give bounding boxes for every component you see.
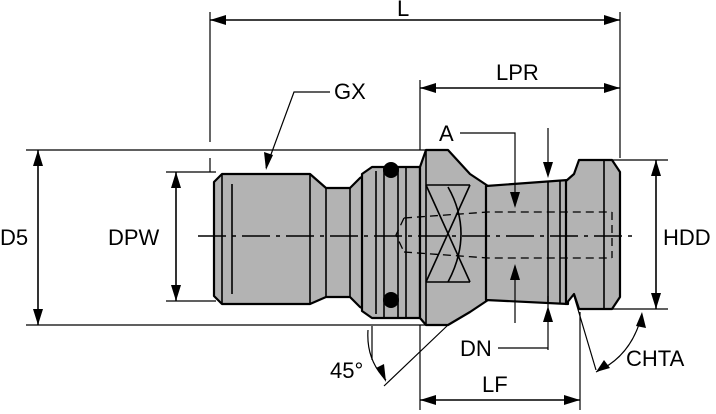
pull-stud-body [212,148,622,327]
dimension-lpr [419,80,620,150]
label-lf: LF [482,372,508,397]
flange [418,148,490,327]
leader-gx [264,91,330,170]
label-dpw: DPW [108,225,160,250]
label-chta: CHTA [626,346,685,371]
label-l: L [397,0,409,21]
dimension-l [209,12,621,172]
dimension-chta [573,295,646,373]
o-ring-bottom [383,292,399,308]
dimension-d5 [26,149,426,326]
label-hdd: HDD [663,225,711,250]
o-ring-top [383,162,399,178]
leader-a [460,132,520,208]
dimension-hdd [612,159,668,310]
neck [484,178,570,306]
label-dn: DN [460,336,492,361]
dimension-dn [498,128,553,350]
dimension-dpw [166,171,216,302]
label-a: A [439,121,454,146]
dimension-lf [419,312,581,410]
label-angle: 45° [330,358,363,383]
label-gx: GX [334,79,366,104]
dimension-angle-45 [367,324,449,387]
threaded-shank [212,169,374,315]
label-lpr: LPR [496,60,539,85]
label-d5: D5 [0,225,28,250]
head [564,158,622,311]
